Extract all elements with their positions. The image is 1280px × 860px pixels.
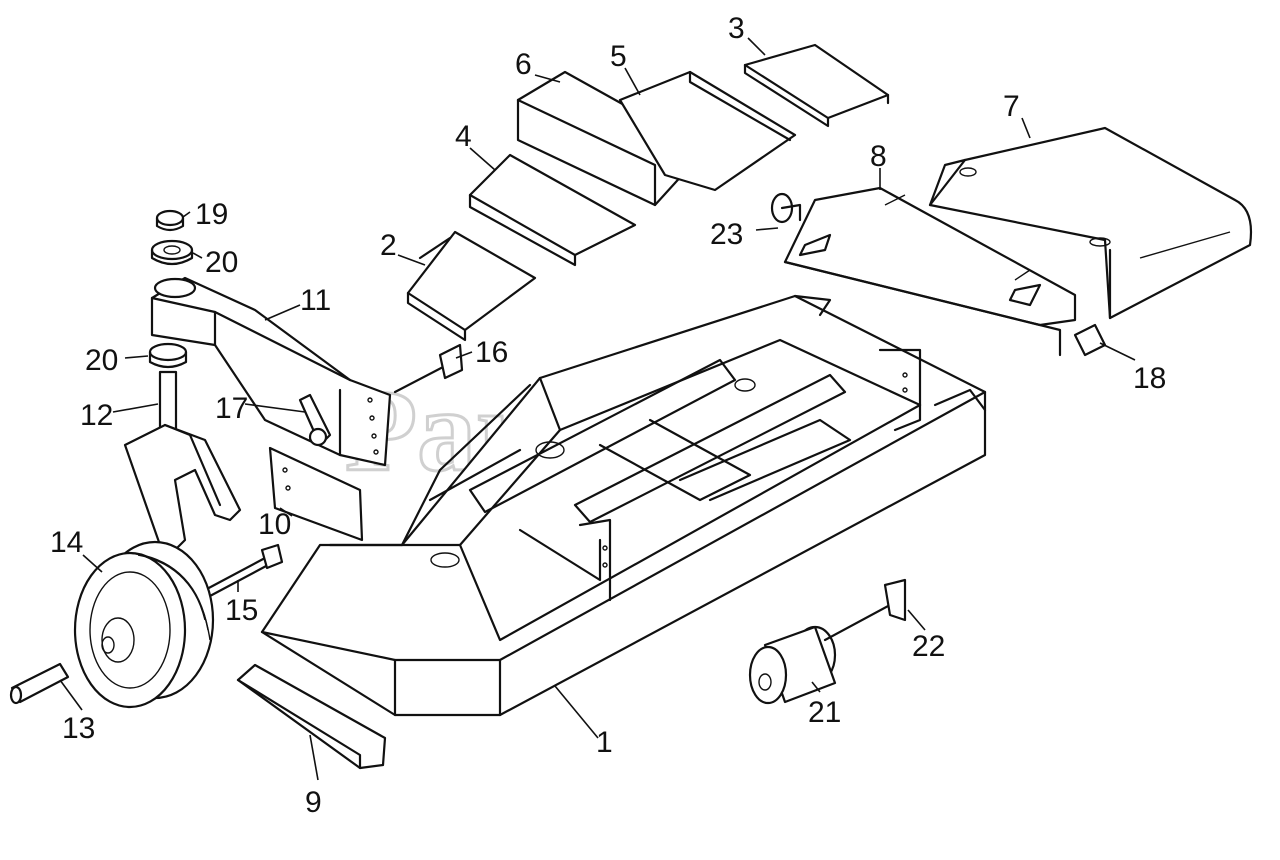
part-4-plate[interactable] bbox=[468, 153, 637, 267]
callout-20-upper: 20 bbox=[205, 246, 238, 279]
callout-5: 5 bbox=[610, 40, 627, 73]
callout-13: 13 bbox=[62, 712, 95, 745]
part-8-shield[interactable] bbox=[783, 186, 1077, 357]
part-9-strip[interactable] bbox=[236, 663, 387, 770]
callout-20-lower: 20 bbox=[85, 344, 118, 377]
part-16-bolt[interactable] bbox=[393, 343, 464, 394]
part-5-plate[interactable] bbox=[618, 70, 797, 192]
part-21-roller[interactable] bbox=[748, 625, 837, 705]
part-2-plate[interactable] bbox=[406, 230, 537, 342]
part-20-bearing-lower[interactable] bbox=[148, 342, 188, 369]
callout-3: 3 bbox=[728, 12, 745, 45]
callout-8: 8 bbox=[870, 140, 887, 173]
callout-7: 7 bbox=[1003, 90, 1020, 123]
part-20-bearing-upper[interactable] bbox=[150, 239, 194, 266]
callout-14: 14 bbox=[50, 526, 83, 559]
callout-11: 11 bbox=[300, 284, 331, 317]
part-11-caster-arm[interactable] bbox=[150, 276, 392, 467]
part-1-deck-frame[interactable] bbox=[260, 294, 987, 717]
callout-19: 19 bbox=[195, 198, 228, 231]
part-17-bracket[interactable] bbox=[298, 393, 332, 447]
part-15-axle-bolt[interactable] bbox=[203, 543, 284, 598]
callout-labels: 1 2 3 4 5 6 7 8 9 10 11 12 13 14 15 16 1… bbox=[50, 12, 1166, 819]
caster-fork[interactable] bbox=[123, 423, 242, 552]
callout-15: 15 bbox=[225, 594, 258, 627]
callout-9: 9 bbox=[305, 786, 322, 819]
callout-4: 4 bbox=[455, 120, 472, 153]
part-13-axle[interactable] bbox=[9, 662, 70, 705]
callout-10: 10 bbox=[258, 508, 291, 541]
part-10-plate[interactable] bbox=[268, 446, 364, 542]
callout-6: 6 bbox=[515, 48, 532, 81]
callout-1: 1 bbox=[596, 726, 613, 759]
part-14-wheel[interactable] bbox=[73, 540, 215, 709]
leader-lines bbox=[59, 37, 1136, 781]
part-19-nut[interactable] bbox=[155, 209, 185, 232]
part-22-rod-bracket[interactable] bbox=[823, 578, 907, 642]
callout-23: 23 bbox=[710, 218, 743, 251]
part-23-pin[interactable] bbox=[770, 192, 802, 224]
part-18-latch[interactable] bbox=[1073, 323, 1107, 357]
part-7-cover[interactable] bbox=[928, 126, 1253, 320]
callout-2: 2 bbox=[380, 229, 397, 262]
part-3-plate[interactable] bbox=[743, 43, 890, 128]
callout-21: 21 bbox=[808, 696, 841, 729]
callout-17: 17 bbox=[215, 392, 248, 425]
callout-22: 22 bbox=[912, 630, 945, 663]
callout-16: 16 bbox=[475, 336, 508, 369]
callout-12: 12 bbox=[80, 399, 113, 432]
callout-18: 18 bbox=[1133, 362, 1166, 395]
